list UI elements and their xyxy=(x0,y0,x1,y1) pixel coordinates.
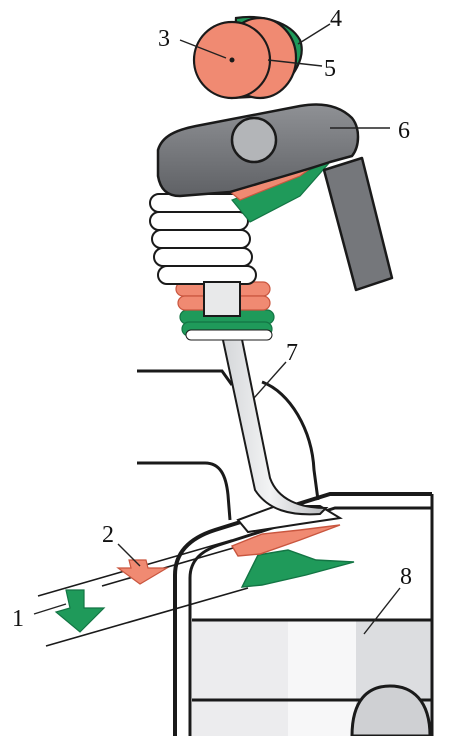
valve-head-green xyxy=(240,549,355,588)
label-2: 2 xyxy=(102,522,114,548)
combustion-chamber-outline xyxy=(173,492,432,736)
piston xyxy=(192,494,434,736)
valve-stem xyxy=(212,288,329,516)
rocker-pivot xyxy=(230,116,278,164)
combustion-chamber-inner xyxy=(188,506,432,736)
valve-head-red xyxy=(230,524,341,557)
leader-lines xyxy=(33,23,401,635)
cylinder-head xyxy=(137,369,432,736)
label-1: 1 xyxy=(12,606,24,632)
valve-springs xyxy=(149,193,275,341)
valve-guide-boss xyxy=(261,380,320,501)
label-7: 7 xyxy=(286,340,298,366)
valve-heads xyxy=(230,505,355,588)
leader-4 xyxy=(297,23,331,45)
camshaft xyxy=(192,15,303,100)
leader-3 xyxy=(179,39,227,59)
label-3: 3 xyxy=(158,26,170,52)
label-8: 8 xyxy=(400,564,412,590)
port-lower-line xyxy=(137,461,232,521)
leader-8 xyxy=(363,587,401,635)
hydraulic-lifter xyxy=(322,156,394,292)
port-upper-line xyxy=(137,369,234,386)
leader-7 xyxy=(253,361,287,399)
cam-center-dot xyxy=(229,57,235,63)
callout-labels: 1 2 3 4 5 6 7 8 xyxy=(12,6,412,632)
green-flow-arrow xyxy=(54,589,106,633)
label-6: 6 xyxy=(398,118,410,144)
valve-retainer xyxy=(203,281,241,317)
label-5: 5 xyxy=(324,56,336,82)
spring-white-coils xyxy=(149,193,257,285)
label-4: 4 xyxy=(330,6,342,32)
leader-5 xyxy=(267,59,323,67)
leader-1 xyxy=(33,603,67,615)
red-flow-arrow xyxy=(116,559,170,585)
leader-2 xyxy=(117,543,141,567)
